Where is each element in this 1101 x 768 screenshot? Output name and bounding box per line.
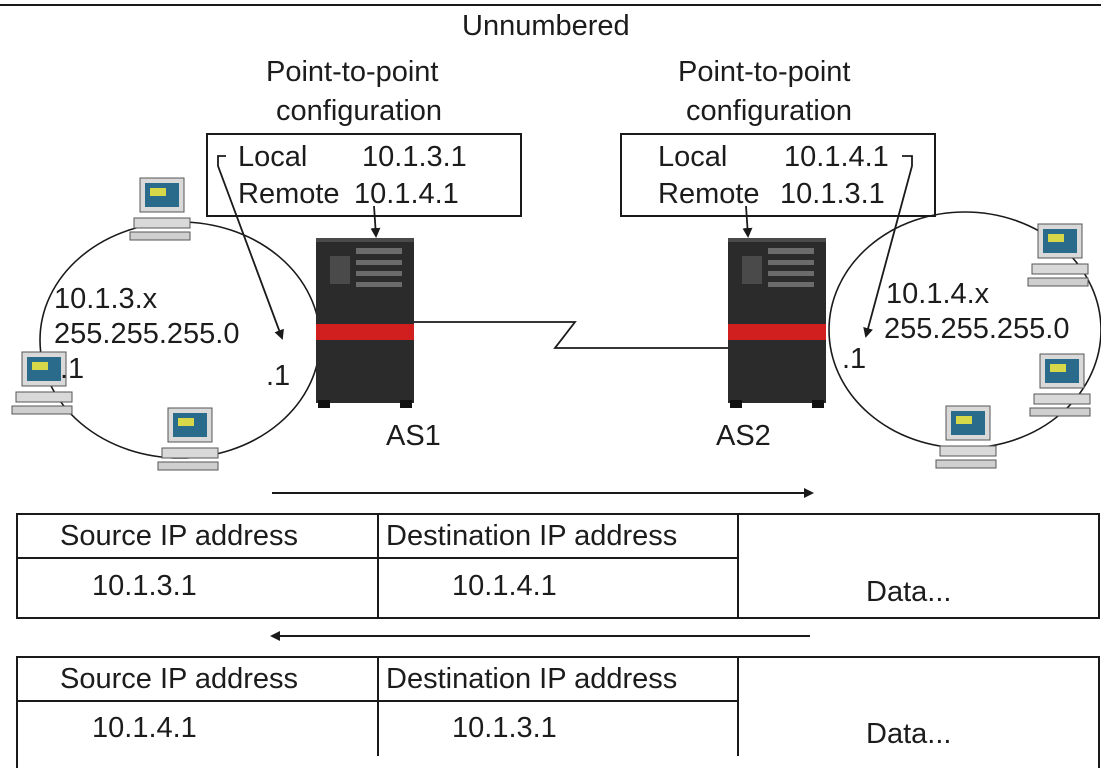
left-mask: 255.255.255.0 — [54, 318, 240, 350]
packet-table-inbound — [16, 656, 1100, 768]
right-config-heading-line1: Point-to-point — [678, 56, 851, 88]
left-remote-label: Remote — [238, 178, 340, 210]
left-local-pointer — [217, 155, 284, 340]
packet2-data: Data... — [866, 718, 952, 750]
right-router-dot-one: .1 — [842, 343, 867, 375]
right-config-heading-line2: configuration — [686, 95, 853, 127]
left-router-dot-one: .1 — [266, 360, 291, 392]
right-subnet: 10.1.4.x — [886, 278, 990, 310]
workstation-icon — [1026, 222, 1096, 292]
table-divider — [737, 656, 739, 756]
right-local-value: 10.1.4.1 — [784, 141, 889, 173]
left-subnet: 10.1.3.x — [54, 283, 158, 315]
workstation-icon — [1028, 352, 1098, 422]
server-icon — [316, 238, 414, 408]
right-remote-label: Remote — [658, 178, 760, 210]
table-divider — [377, 656, 379, 756]
packet2-header-source: Source IP address — [60, 663, 299, 695]
packet1-source: 10.1.3.1 — [92, 570, 197, 602]
workstation-icon — [156, 406, 226, 476]
right-mask: 255.255.255.0 — [884, 313, 1070, 345]
table-divider — [16, 557, 739, 559]
left-local-value: 10.1.3.1 — [362, 141, 467, 173]
packet2-source: 10.1.4.1 — [92, 712, 197, 744]
left-config-box — [206, 133, 522, 217]
packet1-header-destination: Destination IP address — [386, 520, 678, 552]
server-icon — [728, 238, 826, 408]
right-remote-value: 10.1.3.1 — [780, 178, 885, 210]
right-local-label: Local — [658, 141, 728, 173]
table-divider — [16, 700, 739, 702]
right-box-to-server — [742, 205, 753, 238]
packet1-destination: 10.1.4.1 — [452, 570, 557, 602]
workstation-icon — [10, 350, 80, 420]
right-local-pointer — [863, 155, 913, 338]
packet1-data: Data... — [866, 576, 952, 608]
right-config-box — [620, 133, 936, 217]
left-host-dot-one: .1 — [60, 353, 85, 385]
diagram-title: Unnumbered — [462, 10, 630, 42]
packet1-header-source: Source IP address — [60, 520, 299, 552]
workstation-icon — [128, 176, 198, 246]
left-local-label: Local — [238, 141, 308, 173]
server-icon — [728, 238, 826, 408]
packet2-header-destination: Destination IP address — [386, 663, 678, 695]
left-config-heading-line1: Point-to-point — [266, 56, 439, 88]
left-config-heading-line2: configuration — [276, 95, 443, 127]
packet2-destination: 10.1.3.1 — [452, 712, 557, 744]
left-box-to-server — [370, 205, 381, 238]
server-icon — [316, 238, 414, 408]
left-remote-value: 10.1.4.1 — [354, 178, 459, 210]
packet-table-outbound — [16, 513, 1100, 619]
wan-link — [410, 321, 735, 349]
top-rule — [0, 4, 1101, 6]
table-divider — [377, 513, 379, 617]
system-label-as2: AS2 — [716, 420, 771, 452]
workstation-icon — [934, 404, 1004, 474]
system-label-as1: AS1 — [386, 420, 441, 452]
table-divider — [737, 513, 739, 617]
